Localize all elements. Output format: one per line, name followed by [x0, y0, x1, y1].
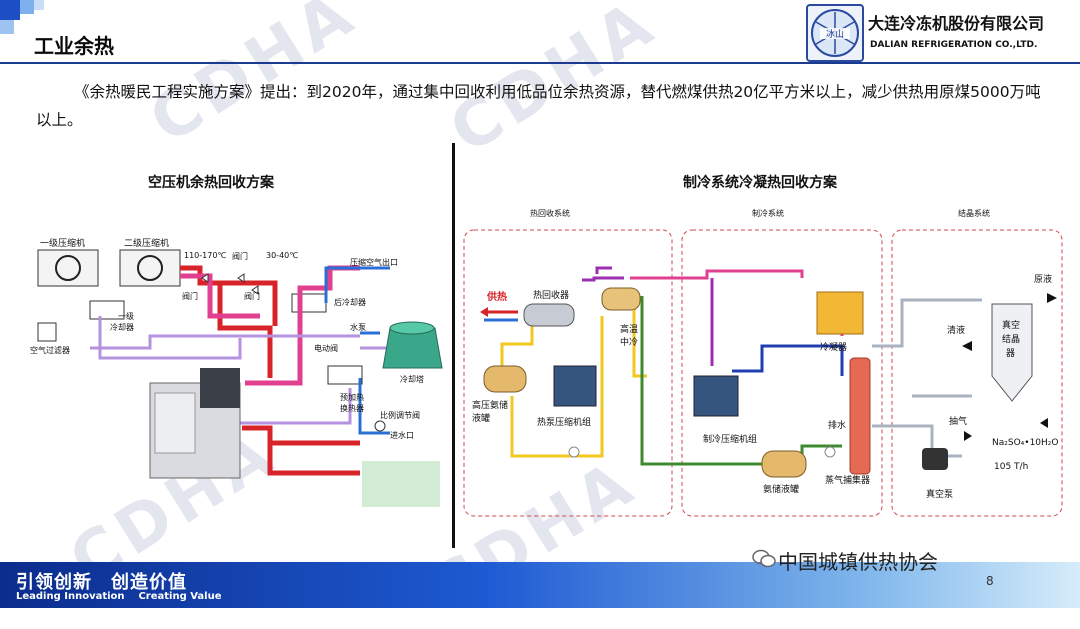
- exhaust-arrow-icon: [964, 431, 972, 441]
- label-hp-mid-a: 高温: [620, 325, 639, 335]
- after-cooler: [291, 293, 327, 313]
- label-ref-comp: 制冷压缩机组: [703, 435, 758, 445]
- product-out-arrow-icon: [1040, 418, 1048, 428]
- right-diagram-title: 制冷系统冷凝热回收方案: [683, 175, 837, 191]
- label-inlet: 进水口: [390, 431, 414, 440]
- valve-icon: [237, 273, 245, 283]
- label-drain: 排水: [828, 421, 847, 431]
- page-title: 工业余热: [34, 34, 114, 58]
- hp-compressor: [553, 365, 597, 407]
- ratio-valve-icon: [374, 420, 386, 432]
- company-name-cn: 大连冷冻机股份有限公司: [868, 14, 1045, 33]
- section-label-crystal: 结晶系统: [958, 209, 990, 218]
- wechat-icon: [752, 548, 776, 574]
- label-valve-a: 阀门: [232, 252, 248, 261]
- ref-compressor: [693, 375, 739, 417]
- label-hp-tank: 高压氨储液罐: [472, 401, 509, 424]
- label-recovery: 热回收器: [533, 291, 570, 301]
- label-tower: 冷却塔: [400, 375, 424, 384]
- label-ammonia-tank: 氨储液罐: [763, 485, 800, 495]
- vacuum-pump: [922, 448, 948, 470]
- label-valve-b: 阀门: [182, 292, 198, 301]
- label-hp-mid-b: 中冷: [620, 338, 639, 348]
- section-box-crystal: [891, 229, 1063, 517]
- label-raw: 原液: [1034, 275, 1053, 285]
- label-ratio-valve: 比例调节阀: [380, 411, 420, 420]
- supply-arrow-icon: [480, 307, 488, 317]
- label-exhaust: 抽气: [949, 417, 968, 427]
- label-supply: 供热: [487, 292, 507, 303]
- label-product: Na₂SO₄•10H₂O: [992, 438, 1059, 448]
- ammonia-tank: [761, 450, 807, 478]
- heat-user-box: [362, 461, 440, 507]
- left-diagram-title: 空压机余热回收方案: [148, 175, 274, 191]
- air-filter: [37, 322, 57, 342]
- label-comp2: 二级压缩机: [124, 239, 170, 249]
- slogan-cn: 引领创新 创造价值: [16, 572, 187, 593]
- label-condenser: 冷凝器: [820, 343, 848, 353]
- label-clear: 清液: [947, 326, 966, 336]
- label-rate: 105 T/h: [994, 462, 1029, 472]
- company-name-en: DALIAN REFRIGERATION CO.,LTD.: [870, 40, 1038, 50]
- label-cooler1-a: 一级: [118, 312, 134, 321]
- heat-recovery-vessel: [523, 303, 575, 327]
- corner-decoration: [20, 0, 34, 14]
- air-compressor-diagram: [37, 249, 443, 507]
- label-vpump: 真空泵: [926, 490, 954, 500]
- label-cooler1-b: 冷却器: [110, 323, 134, 332]
- label-pump: 水泵: [350, 323, 366, 332]
- high-temp-intercooler: [601, 287, 641, 311]
- first-cooler: [89, 300, 125, 320]
- section-box-refrig: [681, 229, 883, 517]
- company-logo: 冰山: [806, 4, 864, 62]
- intro-paragraph: 《余热暖民工程实施方案》提出：到2020年，通过集中回收利用低品位余热资源，替代…: [36, 83, 1041, 129]
- label-preheat-b: 换热器: [340, 404, 364, 413]
- condenser-unit: [816, 291, 864, 335]
- cooling-tower: [382, 321, 443, 369]
- corner-decoration: [34, 0, 44, 10]
- label-vacuum-a: 真空: [1002, 321, 1021, 331]
- corner-decoration: [0, 20, 14, 34]
- section-label-heat: 热回收系统: [530, 209, 570, 218]
- title-rule: [0, 62, 1080, 64]
- page-number: 8: [986, 574, 994, 588]
- label-outlet: 压缩空气出口: [350, 258, 398, 267]
- compressor-unit: [149, 368, 241, 479]
- label-hp-comp: 热泵压缩机组: [537, 418, 592, 428]
- label-vacuum-b: 结晶: [1002, 335, 1021, 345]
- valve-icon: [251, 285, 259, 295]
- section-divider: [452, 143, 455, 548]
- corner-decoration: [0, 0, 20, 20]
- refrigeration-diagram: [463, 229, 1063, 517]
- section-box-heat: [463, 229, 673, 517]
- logo-text: 冰山: [826, 28, 844, 40]
- valve-icon: [568, 446, 580, 458]
- label-steam: 蒸气捕集器: [825, 476, 871, 486]
- label-preheat-a: 预加热: [340, 393, 364, 402]
- valve-icon: [824, 446, 836, 458]
- steam-trap-column: [849, 357, 871, 475]
- label-temp-low: 30-40℃: [266, 251, 299, 260]
- clear-out-arrow-icon: [962, 341, 972, 351]
- label-motor-valve: 电动阀: [314, 344, 338, 353]
- wechat-account-name: 中国城镇供热协会: [778, 550, 938, 574]
- label-comp1: 一级压缩机: [40, 239, 86, 249]
- hp-ammonia-tank: [483, 365, 527, 393]
- label-filter: 空气过滤器: [30, 346, 70, 355]
- raw-in-arrow-icon: [1047, 293, 1057, 303]
- snowflake-logo-icon: 冰山: [811, 9, 859, 57]
- label-temp-high: 110-170℃: [184, 251, 227, 260]
- footer-bar: [0, 562, 1080, 608]
- slogan-en: Leading Innovation Creating Value: [16, 591, 222, 602]
- preheat-exchanger: [327, 365, 363, 385]
- label-valve-c: 阀门: [244, 292, 260, 301]
- label-after-cooler: 后冷却器: [334, 298, 366, 307]
- valve-icon: [201, 273, 209, 283]
- vacuum-crystallizer: [991, 303, 1033, 402]
- label-vacuum-c: 器: [1006, 349, 1016, 359]
- section-label-refrig: 制冷系统: [752, 209, 784, 218]
